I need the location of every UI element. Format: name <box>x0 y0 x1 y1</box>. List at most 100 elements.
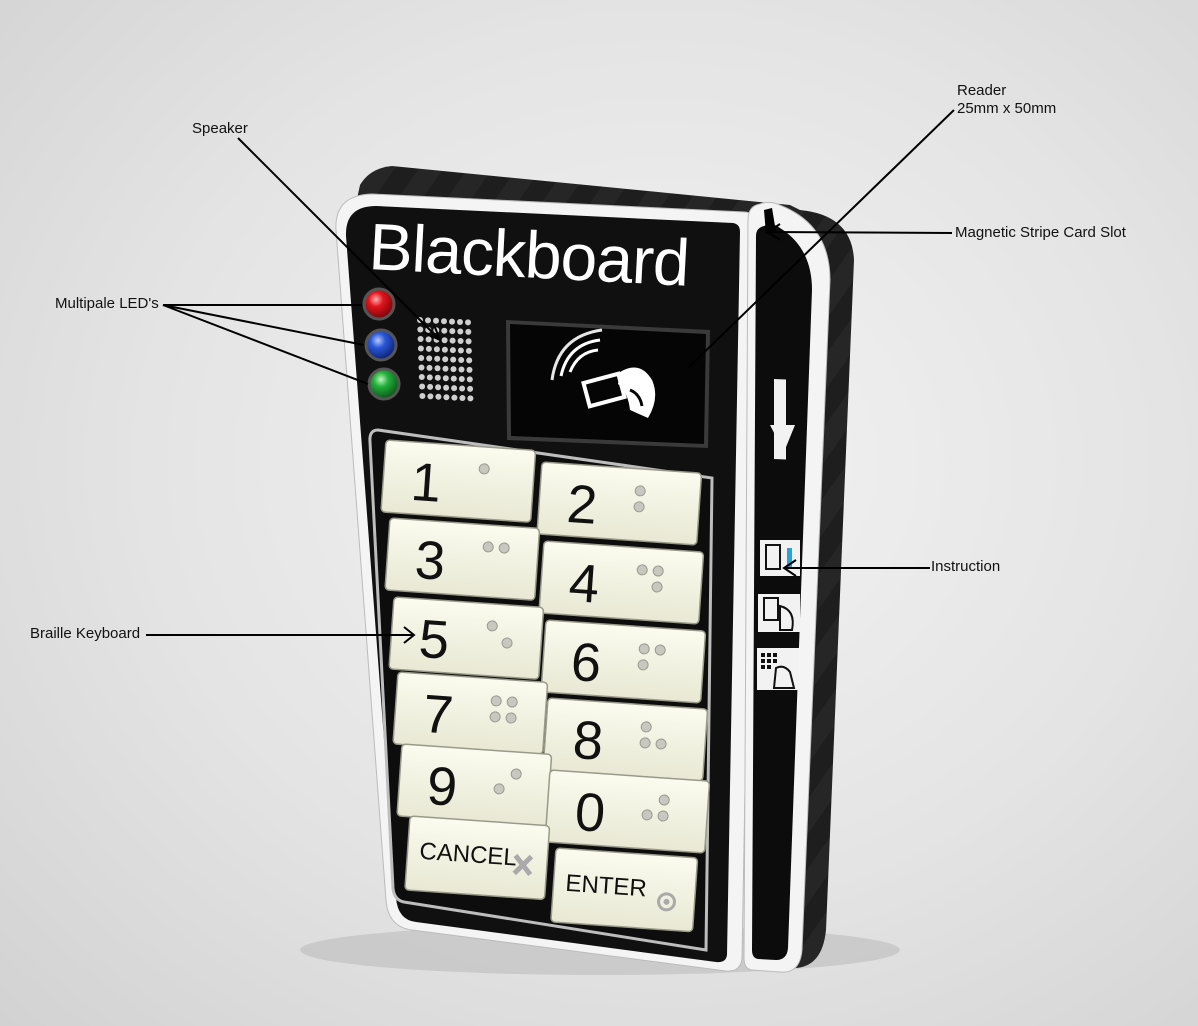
speaker-hole <box>425 345 432 352</box>
speaker-hole <box>465 338 472 345</box>
speaker-hole <box>465 319 471 326</box>
key-cap <box>396 743 553 827</box>
speaker-hole <box>442 365 449 372</box>
key-3[interactable]: 3 <box>384 517 541 601</box>
speaker-hole <box>417 345 424 352</box>
speaker-hole <box>426 355 433 362</box>
speaker-hole <box>433 317 439 324</box>
speaker-hole <box>435 393 442 400</box>
key-7[interactable]: 7 <box>392 671 549 755</box>
speaker-hole <box>465 328 472 335</box>
key-cap <box>384 517 541 601</box>
speaker-hole <box>434 365 441 372</box>
speaker-hole <box>450 366 457 373</box>
braille-dot <box>634 485 646 497</box>
speaker-hole <box>441 337 448 344</box>
braille-dot <box>640 721 652 733</box>
key-cap <box>542 697 709 782</box>
braille-dot <box>490 695 502 707</box>
key-2[interactable]: 2 <box>536 461 703 546</box>
braille-dot <box>639 737 651 749</box>
key-6[interactable]: 6 <box>540 619 707 704</box>
key-digit: 2 <box>565 474 599 536</box>
led-blue <box>364 328 398 362</box>
speaker-hole <box>419 393 426 399</box>
speaker-hole <box>417 336 424 342</box>
speaker-hole <box>425 317 431 324</box>
braille-dot <box>652 565 664 577</box>
cancel-x-icon <box>512 853 534 877</box>
speaker-hole <box>458 376 465 382</box>
braille-dot <box>478 463 490 475</box>
speaker-label: Speaker <box>192 120 248 137</box>
speaker-hole <box>467 385 474 392</box>
key-9[interactable]: 9 <box>396 743 553 827</box>
speaker-hole <box>459 385 466 392</box>
braille-dot <box>651 581 663 593</box>
braille-dot <box>641 809 653 821</box>
enter-key-label: ENTER <box>565 870 648 903</box>
key-8[interactable]: 8 <box>542 697 709 782</box>
instruction-label: Instruction <box>931 558 1001 575</box>
speaker-hole <box>465 347 472 354</box>
speaker-hole <box>443 394 450 401</box>
brand-logo: Blackboard <box>367 209 691 300</box>
key-cap <box>388 596 545 680</box>
speaker-hole <box>426 374 433 381</box>
speaker-hole <box>427 393 434 400</box>
key-cap <box>540 619 707 704</box>
speaker-hole <box>458 357 465 363</box>
speaker-hole <box>427 383 434 390</box>
braille-dot <box>638 643 650 655</box>
speaker-hole <box>457 338 464 344</box>
card-insert-icon <box>760 540 800 576</box>
key-digit: 7 <box>421 684 455 746</box>
reader-title: Reader <box>957 82 1007 99</box>
key-5[interactable]: 5 <box>388 596 545 680</box>
key-1[interactable]: 1 <box>380 439 537 523</box>
speaker-hole <box>457 347 464 354</box>
card-slot-label: Magnetic Stripe Card Slot <box>955 224 1126 241</box>
key-cap <box>550 847 699 933</box>
enter-key[interactable]: ENTER <box>550 847 699 933</box>
speaker-hole <box>443 384 450 391</box>
speaker-hole <box>449 347 456 354</box>
braille-dot <box>636 564 648 576</box>
braille-dot <box>657 810 669 822</box>
key-4[interactable]: 4 <box>538 540 705 625</box>
key-0[interactable]: 0 <box>544 769 711 854</box>
speaker-hole <box>450 375 457 382</box>
contactless-reader[interactable] <box>506 320 710 448</box>
speaker-hole <box>466 366 473 373</box>
key-cap <box>544 769 711 854</box>
braille-dot <box>506 696 518 708</box>
speaker-hole <box>418 364 425 371</box>
speaker-hole <box>449 337 456 344</box>
reader-label: Reader 25mm x 50mm <box>957 82 1056 118</box>
led-green <box>367 367 401 401</box>
speaker-hole <box>442 375 449 382</box>
key-digit: 8 <box>571 710 605 772</box>
leds-label: Multipale LED's <box>55 295 159 312</box>
key-cap <box>538 540 705 625</box>
key-cap <box>392 671 549 755</box>
speaker-grille <box>417 317 474 402</box>
key-digit: 6 <box>569 632 603 694</box>
key-digit: 1 <box>409 452 443 514</box>
cancel-key[interactable]: CANCEL <box>404 815 551 901</box>
contactless-card-icon <box>550 328 656 418</box>
speaker-hole <box>425 336 432 343</box>
key-cap <box>404 815 551 901</box>
reader-size: 25mm x 50mm <box>957 100 1057 117</box>
insert-arrow-icon <box>770 379 795 460</box>
key-digit: 4 <box>567 553 601 615</box>
braille-dot <box>498 542 510 554</box>
braille-dot <box>482 541 494 553</box>
speaker-hole <box>441 346 448 353</box>
speaker-hole <box>419 383 426 390</box>
led-red <box>362 287 396 321</box>
speaker-hole <box>459 395 466 401</box>
braille-dot <box>505 712 517 724</box>
enter-dot <box>663 898 670 905</box>
speaker-hole <box>442 356 449 363</box>
